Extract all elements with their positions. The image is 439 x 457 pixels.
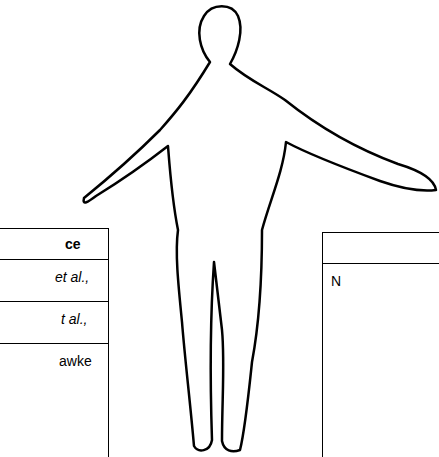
table-rule	[0, 259, 108, 260]
table-rule	[0, 343, 108, 344]
table-cell: N	[331, 273, 341, 290]
reference-table: ce et al., t al., awke	[0, 228, 109, 457]
table-rule	[0, 301, 108, 302]
table-cell: t al.,	[61, 311, 87, 328]
table-header: ce	[65, 236, 81, 253]
table-cell: et al.,	[55, 269, 89, 286]
data-table: N	[322, 232, 439, 457]
table-rule	[323, 263, 439, 264]
table-cell: awke	[59, 353, 92, 370]
